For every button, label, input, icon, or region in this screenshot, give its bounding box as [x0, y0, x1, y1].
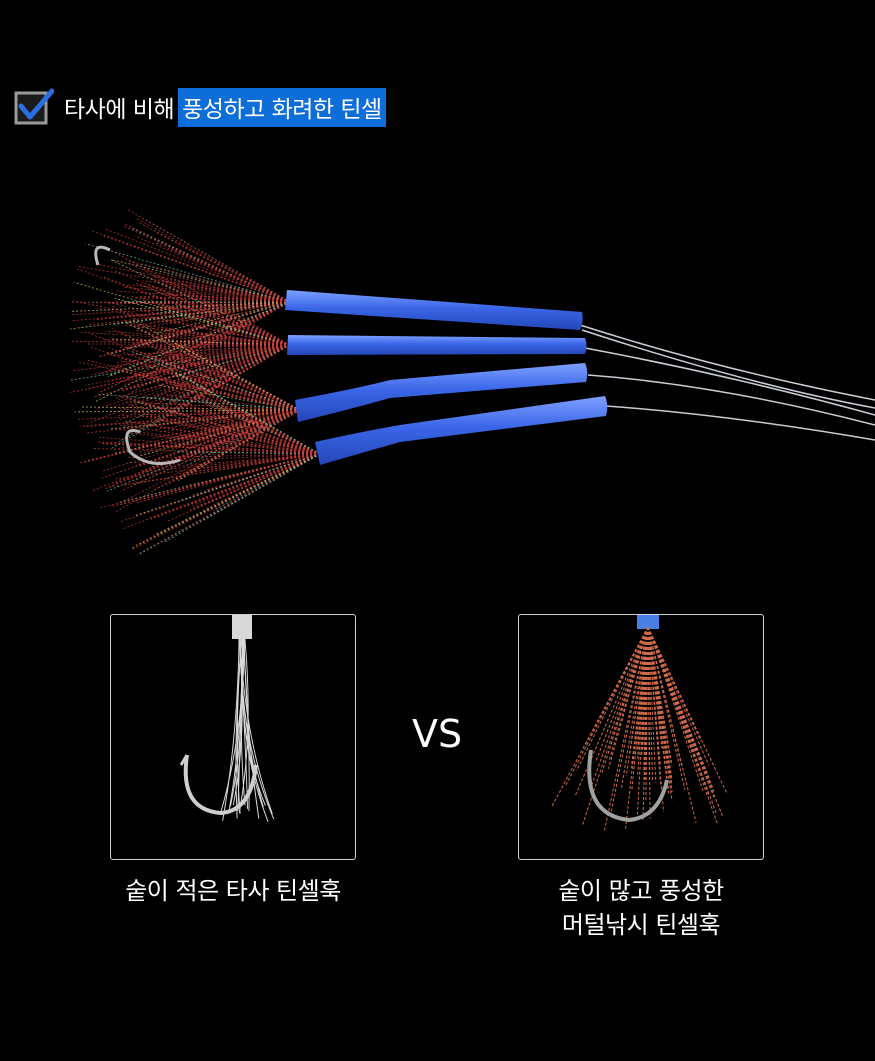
header-prefix: 타사에 비해	[64, 97, 175, 123]
header-highlight: 풍성하고 화려한 틴셀	[178, 87, 386, 127]
checkmark-box-icon	[14, 88, 55, 126]
header-row: 타사에 비해 풍성하고 화려한 틴셀	[14, 87, 386, 127]
mutual-caption-line2: 머털낚시 틴셀훅	[561, 911, 721, 939]
competitor-caption-text: 숱이 적은 타사 틴셀훅	[125, 877, 341, 905]
mutual-caption-line1: 숱이 많고 풍성한	[558, 877, 724, 905]
header-title: 타사에 비해 풍성하고 화려한 틴셀	[64, 87, 386, 127]
mutual-tinsel-photo	[518, 614, 764, 860]
tinsel-hook-product-photo	[63, 170, 875, 590]
competitor-caption: 숱이 적은 타사 틴셀훅	[70, 874, 396, 908]
vs-label: VS	[412, 712, 463, 756]
competitor-tinsel-photo	[110, 614, 356, 860]
mutual-caption: 숱이 많고 풍성한 머털낚시 틴셀훅	[478, 874, 804, 942]
